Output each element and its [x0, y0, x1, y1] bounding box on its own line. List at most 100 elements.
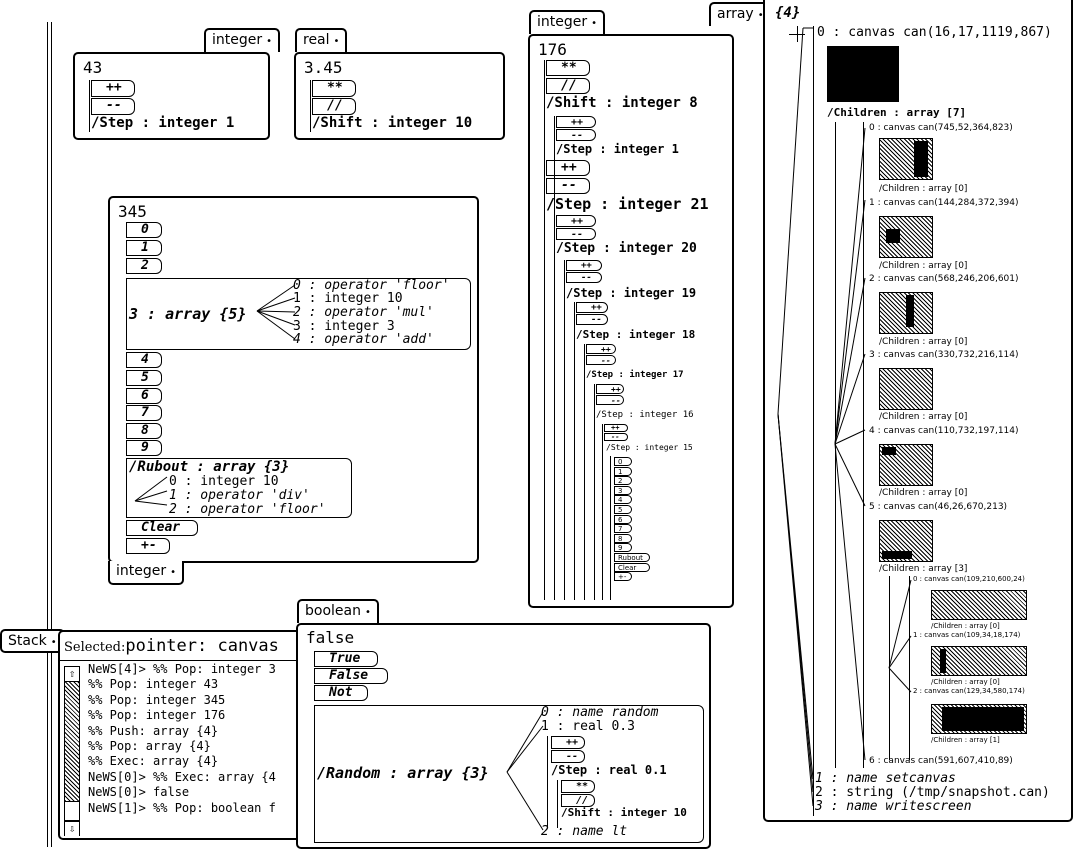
- grandchild-0[interactable]: 0 : canvas can(109,210,600,24): [913, 575, 1025, 583]
- step-20-field[interactable]: /Step : integer 20: [556, 241, 697, 256]
- tiny-button-2[interactable]: 2: [614, 476, 632, 486]
- child-5[interactable]: 5 : canvas can(46,26,670,213): [869, 502, 1008, 512]
- inc-button-c[interactable]: ++: [566, 260, 602, 271]
- array-item-3[interactable]: 3 : name writescreen: [815, 799, 972, 814]
- child-2[interactable]: 2 : canvas can(568,246,206,601): [869, 274, 1019, 284]
- clear-button[interactable]: Clear: [126, 520, 198, 536]
- integer-176-tab[interactable]: integer•: [529, 10, 606, 34]
- dec-button[interactable]: --: [546, 178, 590, 194]
- child-4[interactable]: 4 : canvas can(110,732,197,114): [869, 426, 1019, 436]
- tiny-button-12[interactable]: +-: [614, 572, 632, 582]
- digit-3-array[interactable]: 3 : array {5} 0 : operator 'floor' 1 : i…: [126, 278, 471, 350]
- grandchild-1[interactable]: 1 : canvas can(109,34,18,174): [913, 631, 1021, 639]
- inc-button-d[interactable]: ++: [576, 302, 608, 313]
- scroll-thumb[interactable]: [65, 801, 79, 821]
- inc-button[interactable]: ++: [546, 160, 590, 176]
- inc-button-f[interactable]: ++: [596, 384, 624, 394]
- inc-button-a[interactable]: ++: [556, 116, 596, 128]
- scrollbar[interactable]: ⇧ ⇩: [64, 666, 80, 836]
- divide-button[interactable]: //: [312, 98, 356, 115]
- tiny-button-6[interactable]: 6: [614, 514, 632, 524]
- tiny-button-8[interactable]: 8: [614, 533, 632, 543]
- shift-field[interactable]: /Shift : integer 10: [312, 115, 473, 131]
- random-inc-button[interactable]: ++: [551, 736, 585, 749]
- step-18-field[interactable]: /Step : integer 18: [576, 328, 696, 341]
- stack-tab[interactable]: Stack•: [0, 629, 65, 653]
- tiny-button-0[interactable]: 0: [614, 457, 632, 466]
- digit-0-button[interactable]: 0: [126, 222, 162, 238]
- increment-button[interactable]: ++: [91, 80, 135, 97]
- step-17-field[interactable]: /Step : integer 17: [586, 370, 684, 380]
- step-1-field[interactable]: /Step : integer 1: [556, 142, 679, 156]
- rubout-item-1[interactable]: 1 : operator 'div': [169, 488, 310, 503]
- dec-button-f[interactable]: --: [596, 395, 624, 405]
- console-output[interactable]: NeWS[4]> %% Pop: integer 3%% Pop: intege…: [88, 662, 276, 816]
- tiny-button-7[interactable]: 7: [614, 524, 632, 534]
- random-shift-field[interactable]: /Shift : integer 10: [561, 806, 687, 819]
- random-item-0[interactable]: 0 : name random: [541, 705, 659, 720]
- inc-button-g[interactable]: ++: [604, 424, 628, 432]
- array-item-1[interactable]: 1 : name setcanvas: [815, 771, 956, 786]
- rubout-array[interactable]: /Rubout : array {3} 0 : integer 10 1 : o…: [126, 458, 352, 518]
- random-div-button[interactable]: //: [561, 794, 595, 807]
- scroll-down-icon[interactable]: ⇩: [65, 821, 79, 836]
- digit-8-button[interactable]: 8: [126, 423, 162, 439]
- child-0[interactable]: 0 : canvas can(745,52,364,823): [869, 123, 1013, 133]
- dec-button-e[interactable]: --: [586, 355, 616, 365]
- rubout-item-2[interactable]: 2 : operator 'floor': [169, 502, 326, 517]
- tiny-button-11[interactable]: Clear: [614, 562, 650, 572]
- crosshair-icon[interactable]: [789, 26, 805, 42]
- digit-2-button[interactable]: 2: [126, 258, 162, 274]
- digit-6-button[interactable]: 6: [126, 388, 162, 404]
- tiny-button-5[interactable]: 5: [614, 505, 632, 514]
- random-dec-button[interactable]: --: [551, 750, 585, 763]
- real-tab[interactable]: real•: [295, 28, 348, 52]
- step-21-field[interactable]: /Step : integer 21: [546, 195, 709, 213]
- dec-button-b[interactable]: --: [556, 228, 596, 240]
- step-16-field[interactable]: /Step : integer 16: [596, 410, 694, 420]
- tiny-button-9[interactable]: 9: [614, 543, 632, 553]
- true-button[interactable]: True: [314, 651, 378, 667]
- integer-43-tab[interactable]: integer•: [204, 28, 281, 52]
- integer-176-window[interactable]: 176 ** // /Shift : integer 8 ++ -- /Step…: [528, 34, 734, 608]
- not-button[interactable]: Not: [314, 685, 368, 701]
- array-item-3[interactable]: 3 : integer 3: [293, 319, 395, 334]
- random-array[interactable]: /Random : array {3} 0 : name random 1 : …: [314, 705, 704, 843]
- random-mul-button[interactable]: **: [561, 780, 595, 793]
- integer-345-window[interactable]: 345 0 1 2 3 : array {5} 0 : operator 'fl…: [108, 196, 479, 563]
- random-item-2[interactable]: 2 : name lt: [541, 824, 628, 839]
- dec-button-a[interactable]: --: [556, 129, 596, 141]
- stack-window[interactable]: Selected:pointer: canvas ⇧ ⇩ NeWS[4]> %%…: [58, 630, 308, 840]
- boolean-window[interactable]: false True False Not /Random : array {3}…: [296, 623, 711, 849]
- boolean-tab[interactable]: boolean•: [297, 599, 379, 623]
- array-window[interactable]: {4} 0 : canvas can(16,17,1119,867) /Chil…: [763, 0, 1073, 822]
- tiny-button-4[interactable]: 4: [614, 495, 632, 505]
- array-item-4[interactable]: 4 : operator 'add': [293, 332, 434, 347]
- array-item-2[interactable]: 2 : string (/tmp/snapshot.can): [815, 785, 1050, 800]
- step-field[interactable]: /Step : integer 1: [91, 115, 235, 131]
- shift-field[interactable]: /Shift : integer 8: [546, 95, 698, 111]
- integer-345-tab[interactable]: integer•: [108, 561, 185, 585]
- step-19-field[interactable]: /Step : integer 19: [566, 286, 697, 300]
- step-15-field[interactable]: /Step : integer 15: [606, 443, 693, 452]
- grandchild-2[interactable]: 2 : canvas can(129,34,580,174): [913, 687, 1025, 695]
- digit-5-button[interactable]: 5: [126, 370, 162, 386]
- digit-4-button[interactable]: 4: [126, 352, 162, 368]
- dec-button-d[interactable]: --: [576, 314, 608, 325]
- real-window[interactable]: 3.45 ** // /Shift : integer 10: [294, 52, 505, 140]
- random-step-field[interactable]: /Step : real 0.1: [551, 763, 667, 777]
- plusminus-button[interactable]: +-: [126, 538, 170, 554]
- array-item-0[interactable]: 0 : operator 'floor': [293, 278, 450, 293]
- digit-1-button[interactable]: 1: [126, 240, 162, 256]
- multiply-button[interactable]: **: [312, 80, 356, 97]
- child-1[interactable]: 1 : canvas can(144,284,372,394): [869, 198, 1019, 208]
- array-item-0[interactable]: 0 : canvas can(16,17,1119,867): [817, 25, 1052, 40]
- inc-button-b[interactable]: ++: [556, 215, 596, 227]
- decrement-button[interactable]: --: [91, 98, 135, 115]
- array-item-1[interactable]: 1 : integer 10: [293, 291, 403, 306]
- scroll-up-icon[interactable]: ⇧: [65, 667, 79, 682]
- random-item-1[interactable]: 1 : real 0.3: [541, 719, 635, 734]
- child-3[interactable]: 3 : canvas can(330,732,216,114): [869, 350, 1019, 360]
- array-item-2[interactable]: 2 : operator 'mul': [293, 305, 434, 320]
- tiny-button-1[interactable]: 1: [614, 466, 632, 476]
